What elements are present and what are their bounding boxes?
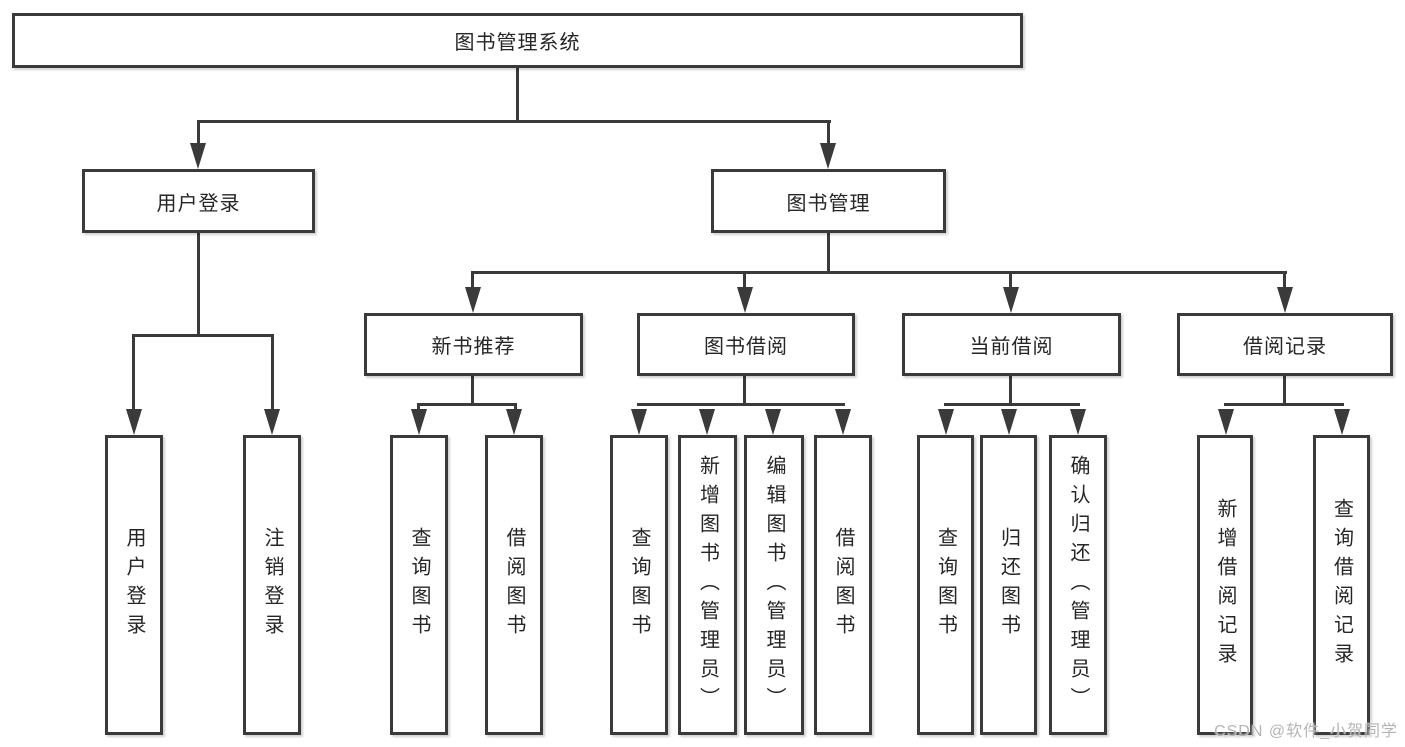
leaf-add-borrow-record: 新增借阅记录 <box>1197 435 1253 735</box>
leaf-query-borrow-record: 查询借阅记录 <box>1313 435 1370 735</box>
node-root-label: 图书管理系统 <box>454 32 581 54</box>
arrow-down-icon <box>631 409 647 435</box>
connector-stub-leaf <box>514 403 517 413</box>
arrow-down-icon <box>737 287 753 313</box>
connector-root-trunk <box>516 68 519 123</box>
connector-user-login-crossbar <box>132 334 274 337</box>
leaf-logout-label: 注销登录 <box>261 527 283 643</box>
node-user-login: 用户登录 <box>82 169 315 233</box>
arrow-down-icon <box>190 143 206 169</box>
node-book-management: 图书管理 <box>711 169 946 233</box>
csdn-watermark: CSDN @软件_小贺同学 <box>1214 723 1398 740</box>
leaf-add-book-admin: 新增图书（管理员） <box>678 435 737 735</box>
connector-book-management-trunk <box>827 233 830 274</box>
connector-stub-level3 <box>743 271 746 290</box>
connector-stub-book-management <box>827 120 830 146</box>
connector-user-login-trunk <box>197 233 200 337</box>
connector-stub-user-login <box>197 120 200 146</box>
leaf-logout: 注销登录 <box>243 435 301 735</box>
node-user-login-label: 用户登录 <box>156 192 241 215</box>
arrow-down-icon <box>264 409 280 435</box>
node-borrowing-records: 借阅记录 <box>1177 313 1393 376</box>
node-book-management-label: 图书管理 <box>786 192 871 215</box>
arrow-down-icon <box>465 287 481 313</box>
arrow-down-icon <box>835 409 851 435</box>
node-book-borrowing-label: 图书借阅 <box>704 336 788 358</box>
arrow-down-icon <box>1003 287 1019 313</box>
connector-book-borrow-crossbar <box>637 403 845 406</box>
leaf-add-book-admin-label: 新增图书（管理员） <box>696 454 719 716</box>
connector-root-crossbar <box>197 120 831 123</box>
connector-stub-level3 <box>1009 271 1012 290</box>
connector-current-borrow-crossbar <box>944 403 1080 406</box>
leaf-borrow-book-borrowing-label: 借阅图书 <box>832 527 854 643</box>
leaf-user-login-label: 用户登录 <box>123 527 145 643</box>
leaf-edit-book-admin-label: 编辑图书（管理员） <box>763 454 785 716</box>
leaf-edit-book-admin: 编辑图书（管理员） <box>744 435 804 735</box>
connector-book-borrow-trunk <box>743 376 746 406</box>
leaf-query-book-current-label: 查询图书 <box>934 527 957 643</box>
arrow-down-icon <box>765 409 781 435</box>
arrow-down-icon <box>1001 409 1017 435</box>
connector-stub-leaf <box>271 334 274 412</box>
node-current-borrowing: 当前借阅 <box>902 313 1121 376</box>
leaf-query-book-borrowing-label: 查询图书 <box>628 527 650 643</box>
connector-stub-leaf <box>417 403 420 413</box>
node-new-book-recommend: 新书推荐 <box>364 313 583 376</box>
leaf-user-login: 用户登录 <box>105 435 163 735</box>
arrow-down-icon <box>411 409 427 435</box>
arrow-down-icon <box>126 409 142 435</box>
arrow-down-icon <box>1334 409 1350 435</box>
leaf-confirm-return-admin-label: 确认归还（管理员） <box>1067 454 1089 716</box>
connector-borrow-records-crossbar <box>1224 403 1344 406</box>
connector-stub-leaf <box>132 334 135 412</box>
arrow-down-icon <box>820 143 836 169</box>
leaf-return-book-label: 归还图书 <box>997 527 1020 643</box>
arrow-down-icon <box>1070 409 1086 435</box>
leaf-borrow-book-borrowing: 借阅图书 <box>814 435 872 735</box>
connector-stub-level3 <box>1283 271 1286 290</box>
node-root: 图书管理系统 <box>12 13 1023 68</box>
leaf-borrow-book-recommend: 借阅图书 <box>485 435 543 735</box>
node-current-borrowing-label: 当前借阅 <box>969 336 1054 358</box>
leaf-query-book-borrowing: 查询图书 <box>610 435 668 735</box>
connector-new-book-crossbar <box>417 403 517 406</box>
leaf-query-book-recommend-label: 查询图书 <box>408 527 430 643</box>
node-book-borrowing: 图书借阅 <box>637 313 855 376</box>
leaf-query-book-recommend: 查询图书 <box>390 435 448 735</box>
arrow-down-icon <box>699 409 715 435</box>
leaf-add-borrow-record-label: 新增借阅记录 <box>1214 498 1236 672</box>
arrow-down-icon <box>1277 287 1293 313</box>
arrow-down-icon <box>938 409 954 435</box>
connector-current-borrow-trunk <box>1009 376 1012 406</box>
leaf-borrow-book-recommend-label: 借阅图书 <box>503 527 525 643</box>
connector-book-management-crossbar <box>471 271 1287 274</box>
leaf-confirm-return-admin: 确认归还（管理员） <box>1049 435 1107 735</box>
leaf-return-book: 归还图书 <box>980 435 1037 735</box>
leaf-query-borrow-record-label: 查询借阅记录 <box>1330 498 1353 672</box>
connector-new-book-trunk <box>471 376 474 406</box>
node-new-book-recommend-label: 新书推荐 <box>431 336 516 358</box>
arrow-down-icon <box>506 409 522 435</box>
node-borrowing-records-label: 借阅记录 <box>1243 336 1327 358</box>
arrow-down-icon <box>1218 409 1234 435</box>
leaf-query-book-current: 查询图书 <box>917 435 974 735</box>
connector-stub-level3 <box>471 271 474 290</box>
connector-borrow-records-trunk <box>1283 376 1286 406</box>
